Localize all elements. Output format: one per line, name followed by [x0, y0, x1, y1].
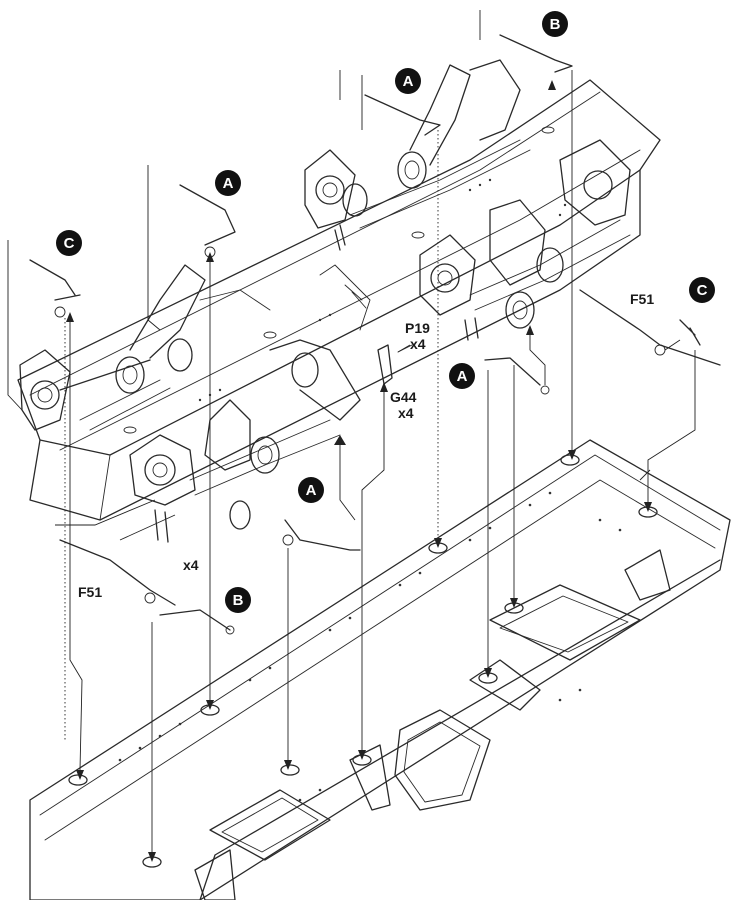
- callout-a-4: A: [298, 477, 324, 503]
- arrowheads: [66, 80, 652, 862]
- guide-lines: [7, 10, 696, 852]
- part-label-f51-right: F51: [630, 291, 654, 307]
- part-qty-p19: x4: [410, 336, 426, 352]
- callout-a-3: A: [449, 363, 475, 389]
- arm-parts: [29, 34, 721, 635]
- bogie-assembly-3: [129, 339, 361, 543]
- callout-letter: B: [233, 592, 244, 609]
- callout-a-2: A: [395, 68, 421, 94]
- part-label-g44: G44: [390, 389, 417, 405]
- bogie-assembly-1: [19, 264, 271, 431]
- callout-c-1: C: [56, 230, 82, 256]
- callout-letter: A: [457, 368, 468, 385]
- bogie-assembly-4: [419, 139, 631, 341]
- part-label-f51-left: F51: [78, 584, 102, 600]
- callout-letter: B: [550, 16, 561, 33]
- callout-c-2: C: [689, 277, 715, 303]
- part-label-p19: P19: [405, 320, 430, 336]
- part-qty-g44: x4: [398, 405, 414, 421]
- callout-letter: C: [64, 235, 75, 252]
- callout-b-2: B: [225, 587, 251, 613]
- callout-b-1: B: [542, 11, 568, 37]
- callout-letter: A: [223, 175, 234, 192]
- callout-a-1: A: [215, 170, 241, 196]
- lower-hull: [29, 439, 731, 901]
- bogie-assembly-2: [304, 59, 531, 251]
- callout-letter: A: [306, 482, 317, 499]
- suspension-frame: [17, 79, 661, 521]
- callout-letter: A: [403, 73, 414, 90]
- part-qty-x4-left: x4: [183, 557, 199, 573]
- callout-letter: C: [697, 282, 708, 299]
- mount-pads: [68, 454, 658, 868]
